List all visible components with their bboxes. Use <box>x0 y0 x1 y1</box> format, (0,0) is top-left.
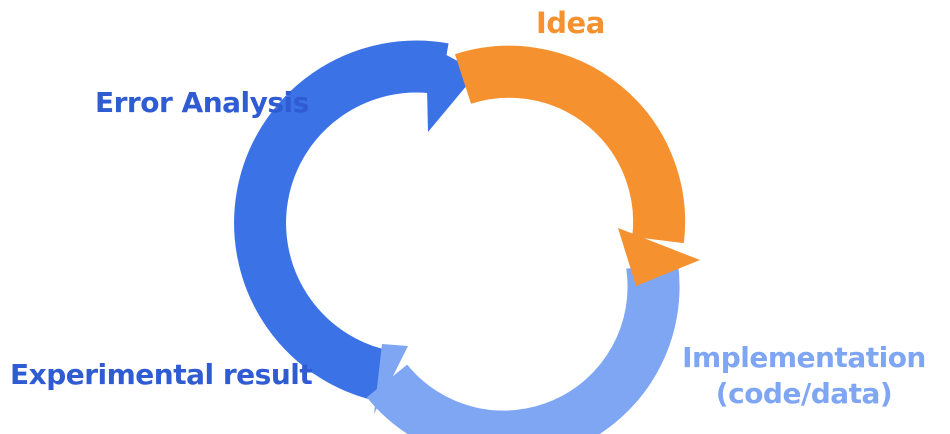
implementation-label-line2: (code/data) <box>715 377 893 410</box>
implementation-arrowhead <box>374 344 408 414</box>
error-analysis-label: Error Analysis <box>95 86 309 119</box>
idea-arrow <box>455 45 686 244</box>
error-analysis-arrow <box>234 40 449 403</box>
implementation-label-line1: Implementation <box>682 341 926 374</box>
implementation-label: Implementation (code/data) <box>668 340 940 412</box>
idea-label: Idea <box>536 6 605 40</box>
idea-arrowhead <box>618 228 700 286</box>
experimental-result-label: Experimental result <box>10 358 313 391</box>
implementation-arrow <box>366 261 680 434</box>
